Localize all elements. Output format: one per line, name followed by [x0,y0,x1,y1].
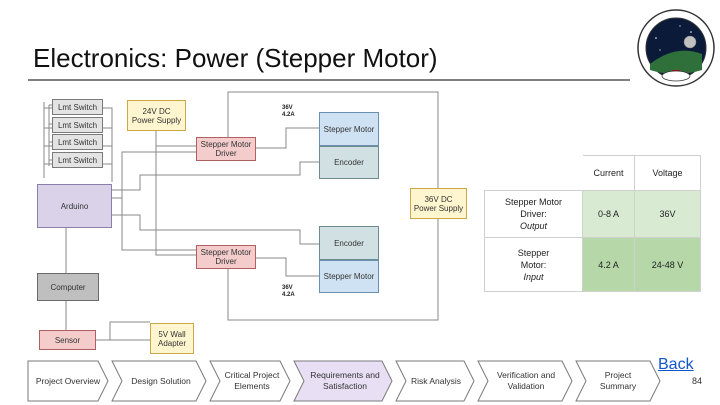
table-row: Stepper Motor Driver: Output 0-8 A 36V [484,190,701,238]
limit-switch-3: Lmt Switch [52,134,103,150]
stepper-motor-bottom: Stepper Motor [319,260,379,293]
sensor-block: Sensor [39,330,96,350]
encoder-bottom: Encoder [319,226,379,260]
nav-project-summary[interactable]: Project Summary [599,370,637,391]
wall-adapter-5v: 5V Wall Adapter [150,323,194,354]
table-header-cell: Voltage [634,155,701,191]
stepper-motor-top: Stepper Motor [319,112,379,146]
table-header-row: Current Voltage [484,155,701,191]
nav-requirements-and-satisfaction[interactable]: Requirements and Satisfaction [310,370,380,391]
rating-label-bottom: 36V 4.2A [282,285,295,298]
nav-critical-project-elements[interactable]: Critical Project Elements [224,370,280,391]
page-number: 84 [692,376,703,386]
voltage-cell: 36V [634,190,701,238]
table-row: Stepper Motor:Input 4.2 A 24-48 V [484,237,701,292]
row-mode: Output [519,221,548,231]
spec-table: Current Voltage Stepper Motor Driver: Out… [484,155,701,292]
limit-switch-2: Lmt Switch [52,117,103,133]
computer-block: Computer [37,273,99,301]
current-cell: 4.2 A [582,237,635,292]
back-link[interactable]: Back [658,356,694,373]
nav-risk-analysis[interactable]: Risk Analysis [410,375,462,386]
nav-verification-and-validation[interactable]: Verification and Validation [496,370,556,391]
power-supply-36v: 36V DC Power Supply [410,188,467,219]
row-label: Stepper Motor:Input [484,237,583,292]
limit-switch-1: Lmt Switch [52,99,103,115]
voltage-cell: 24-48 V [634,237,701,292]
slide-title: Electronics: Power (Stepper Motor) [33,43,438,73]
encoder-top: Encoder [319,146,379,179]
stepper-driver-top: Stepper Motor Driver [196,137,256,161]
stepper-driver-bottom: Stepper Motor Driver [196,245,256,269]
arduino-block: Arduino [37,184,112,228]
current-cell: 0-8 A [582,190,635,238]
rating-label-top: 36V 4.2A [282,105,295,118]
limit-switch-4: Lmt Switch [52,152,103,168]
title-divider [28,79,630,81]
nav-project-overview[interactable]: Project Overview [35,375,101,386]
row-mode: Input [523,271,544,282]
team-logo-icon [637,9,715,87]
row-label-text: Stepper Motor: [517,247,550,270]
power-supply-24v: 24V DC Power Supply [127,100,186,131]
table-header-cell: Current [582,155,635,191]
nav-design-solution[interactable]: Design Solution [131,375,191,386]
row-label-text: Stepper Motor Driver: [504,197,563,219]
